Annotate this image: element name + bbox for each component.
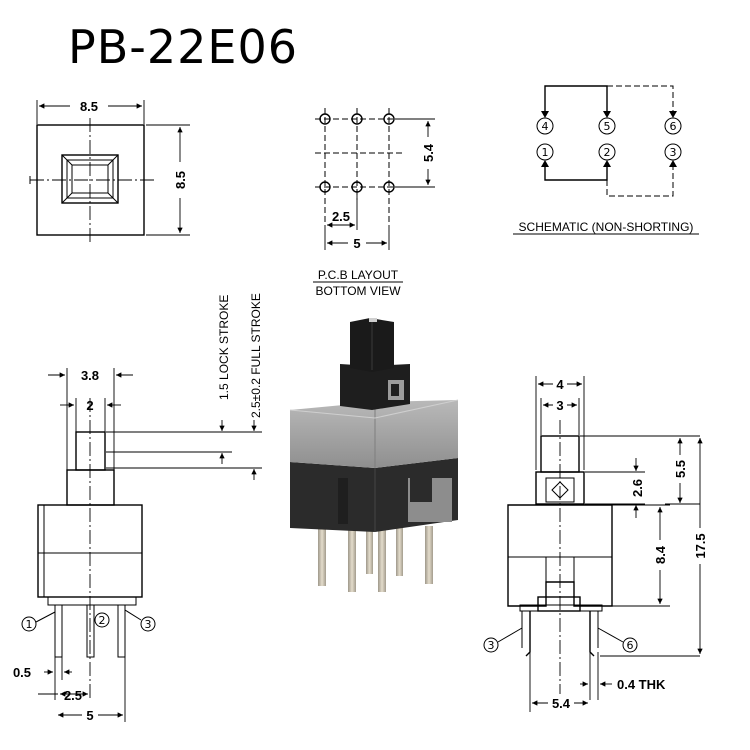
- side-pin-6-label: 6: [597, 627, 638, 653]
- side-inner-label: 3: [556, 398, 563, 413]
- schematic-pin-3: 3: [664, 143, 682, 161]
- side-dim-17-5: 17.5: [693, 533, 708, 558]
- photo-housing-gray: [290, 400, 458, 468]
- photo-pin: [378, 530, 386, 592]
- pcb-hole: [383, 113, 395, 125]
- schematic-pin-1: 1: [536, 143, 554, 161]
- front-view: 1 2 3 3.8 2 1.5 LOCK STROKE 2: [13, 293, 263, 723]
- front-total-label: 5: [86, 708, 93, 723]
- svg-text:3: 3: [488, 639, 495, 652]
- pin-width-label: 0.5: [13, 665, 31, 680]
- svg-text:3: 3: [670, 146, 677, 159]
- svg-text:4: 4: [542, 120, 549, 133]
- schematic-pin-6: 6: [664, 117, 682, 135]
- svg-text:5: 5: [604, 120, 611, 133]
- svg-text:6: 6: [670, 120, 677, 133]
- top-view-width-label: 8.5: [80, 99, 98, 114]
- front-collar: [66, 469, 115, 506]
- front-stem: [75, 431, 106, 471]
- pcb-layout: 5.4 2.5 5 P.C.B LAYOUT BOTTOM VIEW: [313, 108, 436, 298]
- side-dim-2-6: 2.6: [630, 479, 645, 497]
- front-stem-width-label: 3.8: [81, 368, 99, 383]
- svg-text:6: 6: [627, 639, 634, 652]
- part-number-title: PB-22E06: [68, 20, 298, 74]
- side-dim-8-4: 8.4: [653, 545, 668, 564]
- svg-text:1: 1: [542, 146, 549, 159]
- pcb-height-label: 5.4: [421, 143, 436, 162]
- pcb-caption-line2: BOTTOM VIEW: [315, 284, 401, 298]
- lock-stroke-label: 1.5 LOCK STROKE: [217, 295, 231, 400]
- svg-text:1: 1: [26, 618, 33, 631]
- pcb-hole: [351, 113, 363, 125]
- top-view: 8.5 8.5: [29, 96, 190, 243]
- photo-pin: [348, 530, 356, 592]
- pcb-pitch-label: 2.5: [332, 209, 350, 224]
- svg-text:3: 3: [145, 618, 152, 631]
- svg-text:2: 2: [604, 146, 611, 159]
- schematic-caption: SCHEMATIC (NON-SHORTING): [519, 220, 694, 234]
- pcb-caption-line1: P.C.B LAYOUT: [318, 268, 399, 282]
- schematic: 4 5 6 1 2 3 SCHEMATIC (NON-SHORTING): [513, 85, 699, 235]
- thickness-label: 0.4 THK: [617, 677, 666, 692]
- photo-pin: [366, 522, 373, 574]
- side-pin-3-label: 3: [483, 627, 523, 653]
- pcb-hole: [319, 113, 331, 125]
- top-view-height-label: 8.5: [173, 171, 188, 189]
- side-view: 3 6 4 3 2.6 5.5: [483, 375, 708, 712]
- pcb-hole-row-bottom: [319, 181, 395, 193]
- pcb-hole: [319, 181, 331, 193]
- schematic-pin-5: 5: [598, 117, 616, 135]
- front-stem-inner-label: 2: [86, 398, 93, 413]
- svg-text:2: 2: [99, 614, 106, 627]
- photo-pin: [396, 522, 403, 576]
- schematic-pin-2: 2: [598, 143, 616, 161]
- pcb-hole-row-top: [319, 113, 395, 125]
- pcb-hole: [351, 181, 363, 193]
- schematic-pin-4: 4: [536, 117, 554, 135]
- photo-pin: [425, 526, 433, 584]
- photo-pin: [318, 528, 326, 586]
- switch-photo: [289, 318, 459, 592]
- side-dim-5-5: 5.5: [673, 460, 688, 478]
- side-outer-label: 4: [556, 377, 564, 392]
- pcb-width-label: 5: [353, 236, 360, 251]
- front-pin-1-label: 1: [21, 611, 56, 632]
- full-stroke-label: 2.5±0.2 FULL STROKE: [249, 293, 263, 418]
- side-bottom-width-label: 5.4: [552, 696, 571, 711]
- front-pin-3-label: 3: [124, 609, 156, 632]
- pcb-hole: [383, 181, 395, 193]
- front-pin-2-label: 2: [94, 612, 110, 628]
- front-pitch-label: 2.5: [64, 688, 82, 703]
